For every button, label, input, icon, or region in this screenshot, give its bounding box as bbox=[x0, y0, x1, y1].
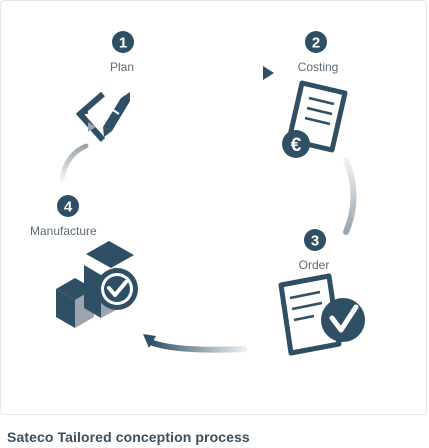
arrow-order-to-manufacture bbox=[143, 334, 247, 353]
step-number-3: 3 bbox=[311, 233, 319, 250]
step-costing: 2 Costing € bbox=[282, 31, 348, 158]
process-diagram: 1 Plan 2 Costing € 3 bbox=[30, 31, 365, 356]
arrow-costing-to-order bbox=[343, 157, 357, 235]
step-badge-3 bbox=[304, 229, 326, 251]
arrow-manufacture-to-plan bbox=[59, 143, 89, 183]
document-check-icon bbox=[278, 273, 365, 356]
step-badge-4 bbox=[57, 195, 79, 217]
diagram-caption: Sateco Tailored conception process bbox=[7, 429, 250, 445]
boxes-check-icon bbox=[56, 241, 138, 328]
step-badge-2 bbox=[305, 31, 327, 53]
step-badge-1 bbox=[112, 31, 134, 53]
step-label-order: Order bbox=[299, 258, 330, 272]
step-label-plan: Plan bbox=[110, 60, 134, 74]
document-euro-icon: € bbox=[282, 80, 348, 158]
step-number-2: 2 bbox=[312, 35, 320, 52]
compass-pencil-icon bbox=[75, 91, 130, 142]
step-label-manufacture: Manufacture bbox=[30, 224, 97, 238]
step-order: 3 Order bbox=[278, 229, 365, 356]
step-number-1: 1 bbox=[119, 35, 127, 52]
step-label-costing: Costing bbox=[298, 60, 339, 74]
arrow-plan-to-costing bbox=[167, 66, 274, 80]
svg-text:€: € bbox=[291, 135, 302, 156]
step-plan: 1 Plan bbox=[75, 31, 134, 142]
step-number-4: 4 bbox=[64, 199, 73, 216]
step-manufacture: 4 Manufacture bbox=[30, 195, 138, 328]
